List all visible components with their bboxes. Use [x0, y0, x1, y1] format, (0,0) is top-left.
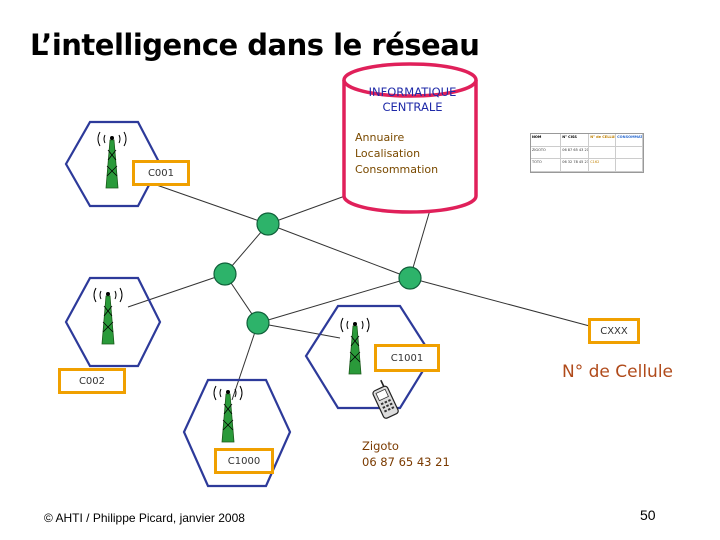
function-localisation: Localisation — [355, 147, 421, 160]
table-header-ciss: N° CISS — [561, 134, 590, 147]
table-cell: ZIGOTO — [531, 146, 562, 160]
router-node-2 — [213, 262, 237, 286]
link-node1-node3 — [267, 223, 411, 279]
cell-hexagons — [64, 120, 434, 488]
network-links — [127, 181, 613, 401]
link-node2-c002 — [127, 273, 226, 308]
table-cell: TOTO — [531, 159, 562, 172]
link-node4-c1001 — [257, 322, 341, 339]
table-cell — [589, 146, 617, 160]
antenna-icon-c1000 — [213, 385, 243, 443]
link-node1-db — [267, 195, 346, 225]
slide-footer: © AHTI / Philippe Picard, janvier 2008 — [44, 511, 245, 525]
subscriber-table: NOM N° CISS N° de CELLULE CONSOMMATION Z… — [530, 133, 644, 173]
cell-label-c001: C001 — [132, 160, 190, 186]
phone-owner-name: Zigoto — [362, 439, 399, 453]
mobile-phone-icon — [372, 379, 399, 419]
table-cell: 06 87 65 43 21 — [561, 146, 590, 160]
cell-label-cxxx: CXXX — [588, 318, 640, 344]
central-database-cylinder — [342, 62, 478, 214]
link-node3-db — [409, 209, 431, 279]
hexagon-c002 — [64, 276, 162, 368]
antenna-icon-c001 — [97, 131, 127, 189]
link-c001-node1 — [147, 181, 269, 225]
db-label-line1: INFORMATIQUE — [368, 85, 457, 99]
hexagon-c1001 — [304, 304, 434, 410]
cell-label-c1000: C1000 — [214, 448, 274, 474]
phone-owner-number: 06 87 65 43 21 — [362, 455, 450, 469]
table-header-nom: NOM — [531, 134, 562, 147]
table-cell: C162 — [589, 159, 617, 172]
database-functions-list: Annuaire Localisation Consommation — [355, 130, 438, 178]
page-number: 50 — [640, 507, 656, 523]
table-cell — [616, 146, 643, 160]
router-node-1 — [256, 212, 280, 236]
router-nodes — [213, 212, 422, 335]
db-label-line2: CENTRALE — [382, 100, 443, 114]
link-node4-node3 — [257, 277, 411, 324]
cell-label-c002: C002 — [58, 368, 126, 394]
table-header-consommation: CONSOMMATION — [616, 134, 643, 147]
slide-title: L’intelligence dans le réseau — [30, 28, 480, 62]
cell-number-legend: N° de Cellule — [562, 362, 674, 382]
central-database-label: INFORMATIQUE CENTRALE — [345, 85, 480, 115]
cell-label-c1001: C1001 — [374, 344, 440, 372]
hexagon-c001 — [64, 120, 162, 208]
link-node3-cxxx — [409, 277, 613, 333]
function-annuaire: Annuaire — [355, 131, 405, 144]
router-node-3 — [398, 266, 422, 290]
antenna-icon-c1001 — [340, 317, 370, 375]
phone-owner-info: Zigoto 06 87 65 43 21 — [362, 438, 450, 470]
router-node-4 — [246, 311, 270, 335]
antenna-icon-c002 — [93, 287, 123, 345]
table-cell: 06 32 78 45 23 — [561, 159, 590, 172]
hexagon-c1000 — [182, 378, 292, 488]
link-node4-c1000 — [231, 322, 259, 401]
table-header-cellule: N° de CELLULE — [589, 134, 617, 147]
function-consommation: Consommation — [355, 163, 439, 176]
table-cell — [616, 159, 643, 172]
